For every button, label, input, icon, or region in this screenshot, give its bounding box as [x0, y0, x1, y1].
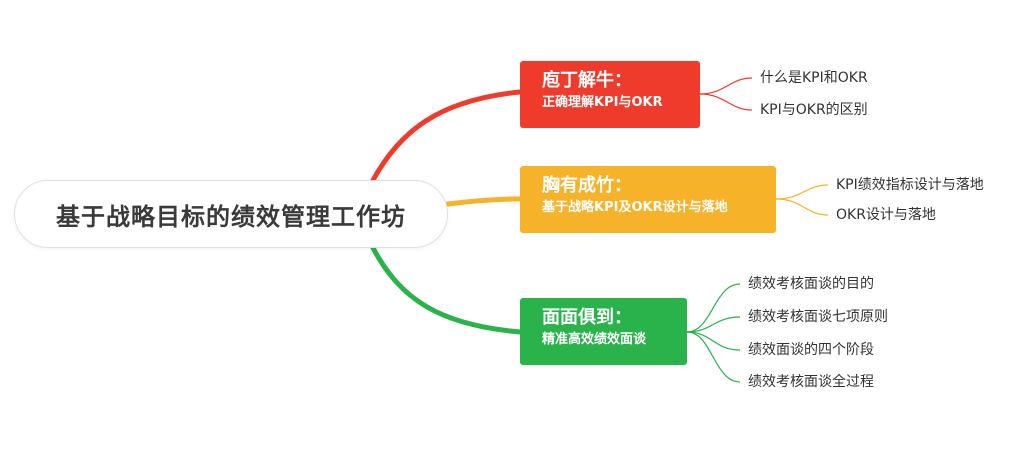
trunk-red [369, 89, 523, 185]
edge-green-3 [686, 331, 741, 351]
branch-1-title: 庖丁解牛： [542, 70, 632, 91]
leaf-3-3[interactable]: 绩效面谈的四个阶段 [748, 342, 874, 358]
edge-green-2 [686, 316, 741, 333]
leaf-3-2[interactable]: 绩效考核面谈七项原则 [748, 309, 888, 325]
branch-node-2[interactable]: 胸有成竹： 基于战略KPI及OKR设计与落地 [520, 166, 776, 233]
trunk-yellow [445, 196, 523, 207]
branch-3-subtitle: 精准高效绩效面谈 [542, 332, 647, 347]
leaf-3-1[interactable]: 绩效考核面谈的目的 [748, 276, 874, 292]
leaf-1-2[interactable]: KPI与OKR的区别 [760, 102, 868, 118]
branch-node-3[interactable]: 面面俱到： 精准高效绩效面谈 [520, 298, 687, 365]
edge-yellow-1 [775, 184, 829, 200]
edge-green-1 [686, 283, 741, 333]
branch-3-title: 面面俱到： [542, 307, 632, 328]
edge-red-1 [699, 77, 753, 95]
leaf-3-4[interactable]: 绩效考核面谈全过程 [748, 374, 874, 390]
edge-yellow-2 [775, 198, 829, 216]
leaf-2-2[interactable]: OKR设计与落地 [836, 207, 936, 223]
leaf-1-1[interactable]: 什么是KPI和OKR [760, 70, 868, 86]
edge-green-4 [686, 331, 741, 383]
branch-1-subtitle: 正确理解KPI与OKR [542, 95, 663, 110]
root-node[interactable]: 基于战略目标的绩效管理工作坊 [14, 180, 448, 248]
edge-red-2 [699, 93, 753, 111]
leaf-2-1[interactable]: KPI绩效指标设计与落地 [836, 177, 984, 193]
root-label: 基于战略目标的绩效管理工作坊 [56, 202, 406, 231]
trunk-green [369, 243, 523, 335]
branch-node-1[interactable]: 庖丁解牛： 正确理解KPI与OKR [520, 61, 700, 128]
branch-2-subtitle: 基于战略KPI及OKR设计与落地 [542, 200, 728, 215]
branch-2-title: 胸有成竹： [542, 175, 632, 196]
